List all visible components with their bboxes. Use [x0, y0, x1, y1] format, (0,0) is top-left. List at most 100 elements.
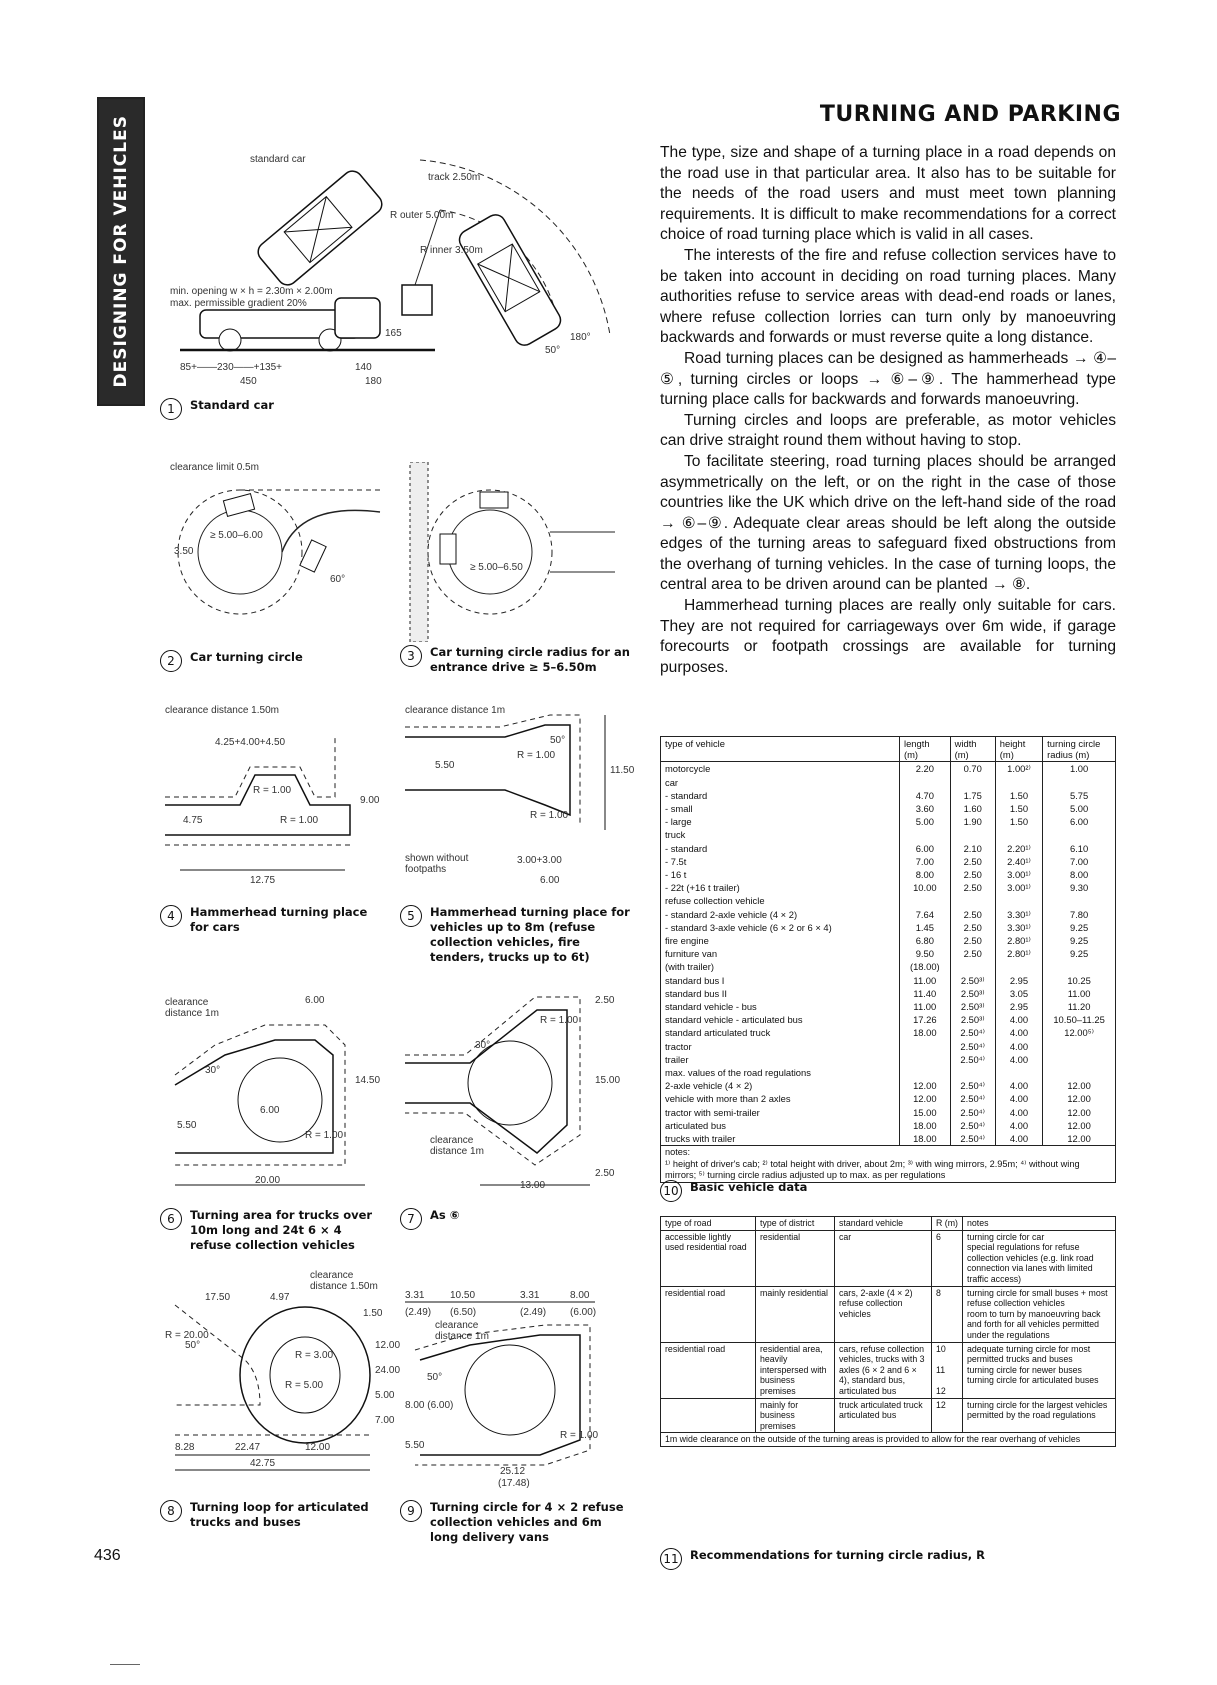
- table-cell: turning circle for car special regulatio…: [962, 1229, 1116, 1287]
- figure-hammerhead-cars: clearance distance 1.50m 4.25+4.00+4.50 …: [165, 705, 385, 895]
- table-cell: 2.50: [949, 881, 996, 895]
- figure-trucks-turning-area: clearance distance 1m 6.00 R = 1.00 14.5…: [165, 985, 385, 1195]
- road-rows: accessible lightly used residential road…: [660, 1229, 1116, 1434]
- table-cell: furniture van: [660, 947, 900, 961]
- table-cell: (with trailer): [660, 960, 900, 974]
- label-bottom: 12.75: [250, 875, 276, 886]
- label-clearance: clearance distance 1m: [165, 997, 219, 1019]
- table-cell: cars, refuse collection vehicles, trucks…: [834, 1341, 932, 1399]
- label-outer: R outer 5.00m: [390, 210, 454, 221]
- label-d3: 3.31: [520, 1290, 540, 1301]
- table-cell: residential road: [660, 1341, 756, 1399]
- notes-row: notes:¹⁾ height of driver's cab; ²⁾ tota…: [660, 1145, 1116, 1183]
- table-cell: 2.50⁴⁾: [949, 1026, 996, 1040]
- table-cell: - 7.5t: [660, 854, 900, 869]
- table-cell: 12.00: [1042, 1118, 1116, 1133]
- figure-standard-car: standard car min. opening w × h = 2.30m …: [170, 150, 620, 400]
- table-cell: 12.00: [1042, 1092, 1116, 1106]
- label-angle: 60°: [330, 574, 346, 585]
- table-cell: 9.25: [1042, 934, 1116, 948]
- figure-as-6: clearance distance 1m R = 1.00 15.00 2.5…: [405, 985, 625, 1195]
- table-cell: 2-axle vehicle (4 × 2): [660, 1079, 900, 1093]
- body-text: The type, size and shape of a turning pl…: [660, 143, 1116, 678]
- col-type: type of vehicle: [660, 735, 900, 763]
- label-r1: R = 1.00: [253, 785, 292, 796]
- table-cell: - small: [660, 802, 900, 816]
- label-v1: R = 20.00: [165, 1330, 209, 1341]
- label-opening: min. opening w × h = 2.30m × 2.00m: [170, 286, 333, 297]
- table-cell: car: [834, 1229, 932, 1287]
- table-cell: residential road: [660, 1285, 756, 1343]
- table-cell: [1042, 1052, 1116, 1067]
- label-v1: 5.50: [435, 760, 455, 771]
- table-cell: articulated bus: [660, 1118, 900, 1133]
- label-v2: 11.50: [610, 765, 635, 776]
- figure-turning-circle-4x2: 3.31 10.50 3.31 8.00 (2.49) (6.50) (2.49…: [405, 1290, 625, 1490]
- label-v1: 8.00 (6.00): [405, 1400, 454, 1411]
- label-top: 17.50: [205, 1292, 231, 1303]
- table-cell: truck articulated truck articulated bus: [834, 1397, 932, 1434]
- figure-turning-loop: clearance distance 1.50m 17.50 4.97 1.50…: [165, 1270, 400, 1480]
- label-r2: R = 1.00: [280, 815, 319, 826]
- table-cell: [949, 828, 996, 842]
- table-cell: standard vehicle - articulated bus: [660, 1013, 900, 1027]
- table-cell: 3.00¹⁾: [994, 868, 1044, 882]
- table-cell: 2.50: [949, 868, 996, 882]
- table-cell: 4.00: [994, 1039, 1044, 1053]
- table-cell: 2.50⁴⁾: [949, 1105, 996, 1119]
- table-cell: 4.00: [994, 1118, 1044, 1133]
- hammerhead-cars-drawing: [165, 735, 351, 871]
- table-cell: [949, 775, 996, 789]
- label-footpaths: shown without footpaths: [405, 853, 469, 875]
- label-r2: R = 1.00: [530, 810, 569, 821]
- table-cell: - standard 3-axle vehicle (6 × 2 or 6 × …: [660, 920, 900, 935]
- label-b1: 8.28: [175, 1442, 195, 1453]
- table-cell: mainly for business premises: [755, 1397, 835, 1434]
- table-cell: 2.50: [949, 907, 996, 921]
- label-top2: 4.97: [270, 1292, 290, 1303]
- table-cell: 2.50³⁾: [949, 1000, 996, 1014]
- col-height: height (m): [994, 735, 1044, 763]
- table-cell: 18.00: [899, 1132, 951, 1146]
- label-top: 4.25+4.00+4.50: [215, 737, 286, 748]
- notes-cell: notes:¹⁾ height of driver's cab; ²⁾ tota…: [660, 1145, 1116, 1183]
- table-cell: 15.00: [899, 1105, 951, 1119]
- table-cell: motorcycle: [660, 761, 900, 776]
- table-cell: 6.00: [899, 841, 951, 855]
- table-cell: 12.00: [1042, 1105, 1116, 1119]
- table-cell: accessible lightly used residential road: [660, 1229, 756, 1287]
- section-tab: DESIGNING FOR VEHICLES: [97, 97, 145, 406]
- table-cell: 4.00: [994, 1013, 1044, 1027]
- table-cell: [949, 960, 996, 974]
- label-clearance: clearance distance 1.50m: [165, 705, 279, 716]
- label-v2: 12.00: [375, 1340, 401, 1351]
- table-cell: 4.70: [899, 788, 951, 803]
- label-width: 13.00: [520, 1180, 546, 1191]
- table-cell: trucks with trailer: [660, 1132, 900, 1146]
- table-cell: 7.00: [1042, 854, 1116, 869]
- table-cell: 1.50: [994, 802, 1044, 816]
- paragraph: Turning circles and loops are preferable…: [660, 411, 1116, 450]
- table-cell: residential area, heavily interspersed w…: [755, 1341, 835, 1399]
- label-p1: (2.49): [405, 1307, 432, 1318]
- table-cell: 1.75: [949, 788, 996, 803]
- table-cell: 1.00: [1042, 761, 1116, 776]
- table-cell: standard articulated truck: [660, 1026, 900, 1040]
- label-b2: 22.47: [235, 1442, 261, 1453]
- turning-circle-drawing: [177, 489, 381, 615]
- table-cell: 9.50: [899, 947, 951, 961]
- label-width: 6.00: [540, 875, 560, 886]
